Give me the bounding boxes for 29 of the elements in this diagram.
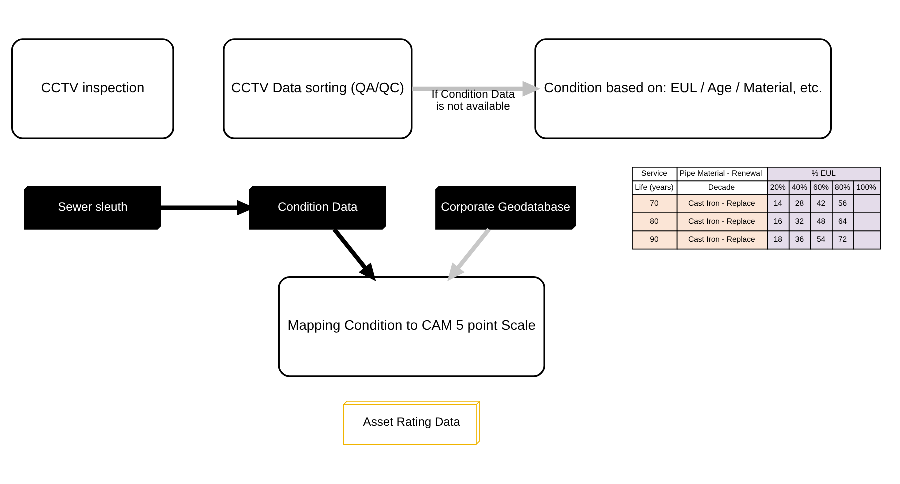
label: 100% (856, 183, 876, 192)
label: Decade (708, 183, 736, 192)
label: 36 (795, 235, 804, 244)
label: Service (642, 169, 668, 178)
label: Cast Iron - Replace (688, 198, 756, 208)
label: 32 (795, 217, 804, 226)
label: Cast Iron - Replace (688, 235, 756, 244)
label: 60% (814, 183, 830, 192)
edge-label: If Condition Data is not available (432, 88, 516, 114)
label: 42 (816, 198, 826, 208)
label: 48 (816, 217, 826, 226)
label: Cast Iron - Replace (688, 217, 756, 226)
label: 72 (838, 235, 848, 244)
label: 20% (770, 183, 786, 192)
label: 16 (774, 217, 782, 226)
label: 54 (816, 235, 826, 244)
label: Pipe Material - Renewal (680, 169, 762, 178)
label: 80% (835, 183, 851, 192)
label: 40% (792, 183, 808, 192)
label: 90 (650, 235, 659, 244)
label: Life (years) (635, 183, 674, 192)
label: % EUL (812, 169, 836, 178)
label: 14 (774, 198, 782, 208)
label: 64 (838, 217, 848, 226)
label: 18 (774, 235, 782, 244)
label: 28 (795, 198, 804, 208)
label: 80 (650, 217, 659, 226)
label: 56 (838, 198, 848, 208)
label: 70 (650, 198, 659, 208)
